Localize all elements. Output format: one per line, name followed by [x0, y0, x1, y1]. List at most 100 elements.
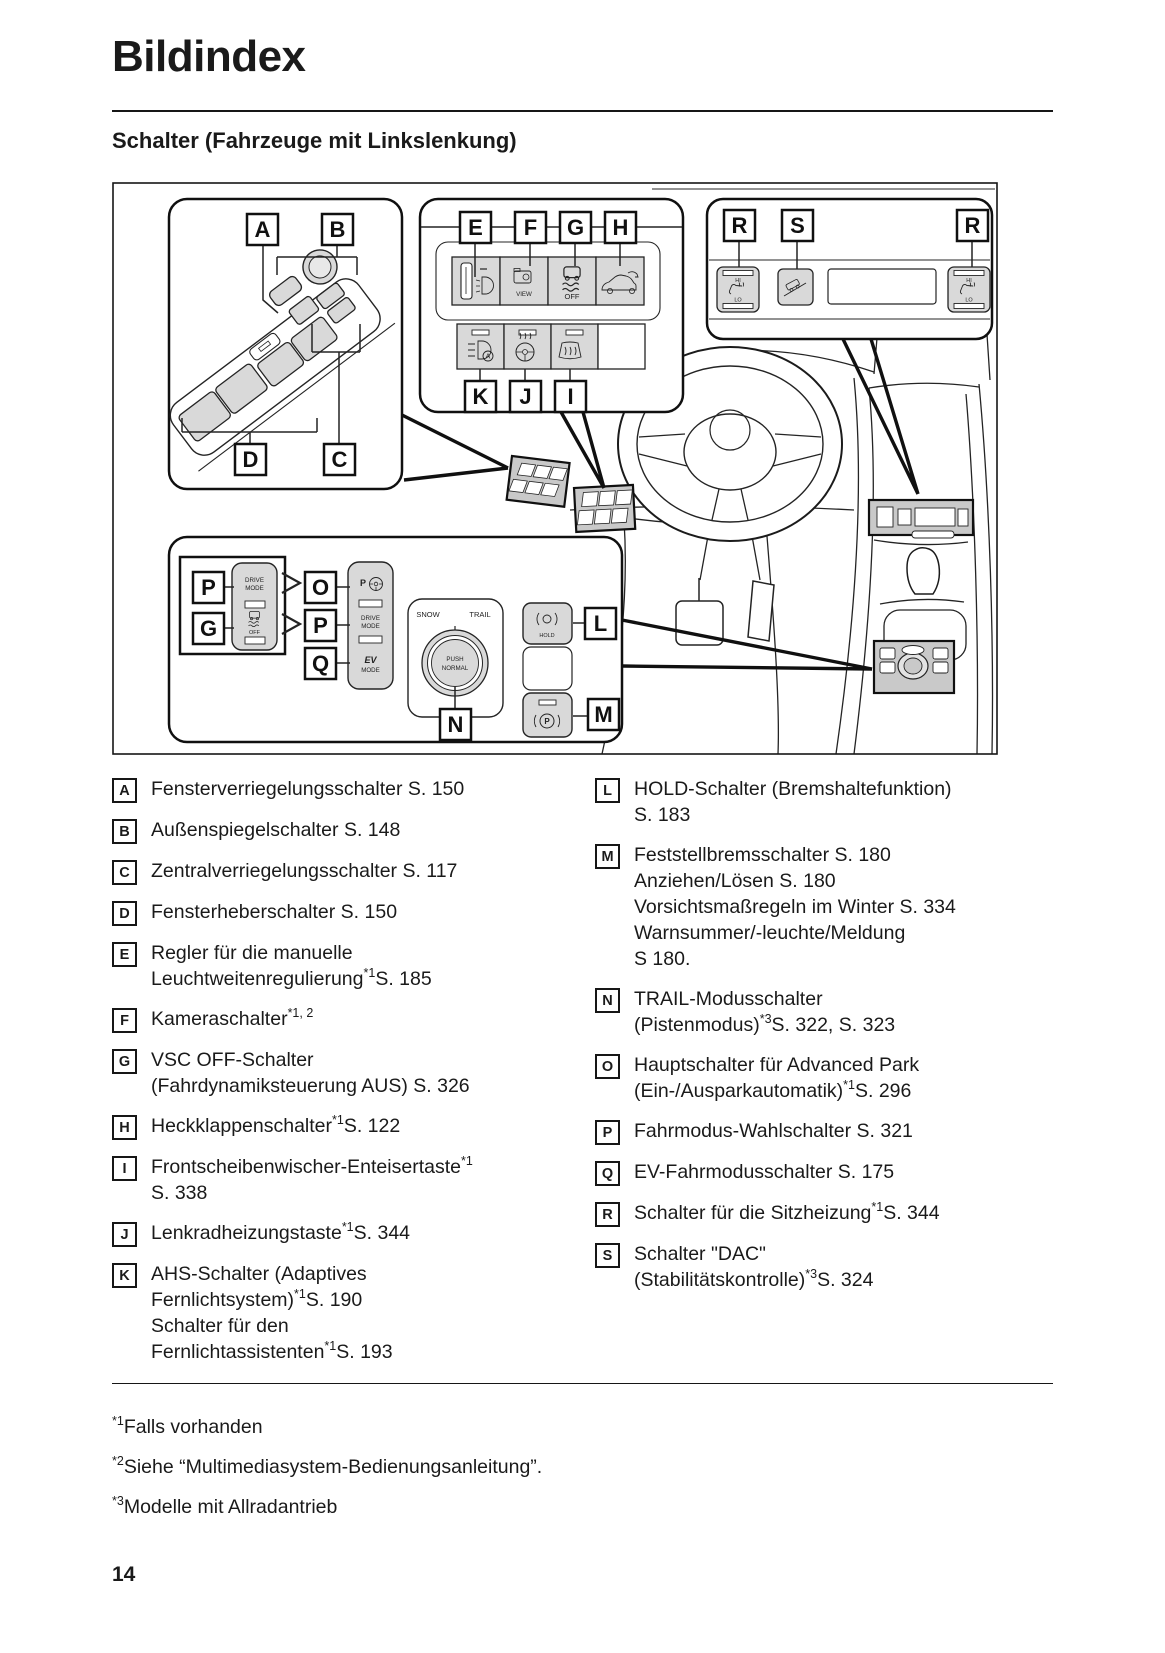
- svg-text:B: B: [330, 217, 346, 242]
- legend-letter-d: D: [112, 901, 137, 927]
- footnote-1: *1Falls vorhanden: [112, 1413, 1053, 1439]
- page-title: Bildindex: [112, 32, 306, 81]
- svg-text:R: R: [732, 213, 748, 238]
- legend-letter-j: J: [112, 1222, 137, 1248]
- legend-text: Zentralverriegelungsschalter S. 117: [151, 860, 458, 883]
- legend-text: Schalter für die Sitzheizung: [634, 1202, 872, 1225]
- footnote-ref: *3: [805, 1266, 818, 1281]
- footnote-marker: *3: [112, 1493, 124, 1508]
- normal-label: NORMAL: [442, 665, 469, 672]
- legend-text: S. 338: [151, 1182, 208, 1205]
- callout-label-g2: G: [191, 611, 226, 646]
- title-divider: [112, 110, 1053, 113]
- callout-label-c: C: [322, 442, 357, 477]
- vsc-off-icon: OFF: [561, 266, 581, 301]
- hold-label: HOLD: [539, 633, 554, 639]
- callout-pointers: [401, 338, 920, 671]
- callout-label-d: D: [233, 442, 268, 477]
- svg-text:G: G: [200, 616, 217, 641]
- callout-label-n: N: [438, 707, 473, 742]
- legend-text: Schalter "DAC": [634, 1243, 766, 1266]
- drive-mode-rocker: DRIVE MODE OFF: [231, 562, 278, 651]
- footnote-text: Siehe “Multimediasystem-Bedienungsanleit…: [123, 1456, 543, 1479]
- footnote-2: *2Siehe “Multimediasystem-Bedienungsanle…: [112, 1453, 1053, 1479]
- legend-text: S. 122: [343, 1115, 401, 1138]
- legend-text: Fernlichtassistenten: [151, 1341, 325, 1364]
- footnotes: *1Falls vorhanden *2Siehe “Multimediasys…: [112, 1413, 1053, 1519]
- legend-text: S. 322, S. 323: [771, 1014, 896, 1037]
- footnote-text: Falls vorhanden: [123, 1416, 263, 1439]
- door-panel-callout: [167, 197, 404, 491]
- legend-letter-o: O: [595, 1054, 620, 1080]
- svg-text:G: G: [567, 215, 584, 240]
- footnote-ref: *1, 2: [287, 1005, 314, 1020]
- legend-text: Vorsichtsmaßregeln im Winter S. 334: [634, 896, 956, 919]
- callout-label-p2: P: [303, 608, 338, 643]
- snow-label: SNOW: [416, 610, 440, 619]
- callout-label-q: Q: [303, 646, 338, 681]
- footnote-marker: *2: [112, 1453, 124, 1468]
- footnote-ref: *1: [363, 965, 376, 980]
- legend-text: S 180.: [634, 948, 691, 971]
- footnote-ref: *1: [294, 1286, 306, 1301]
- legend-text: AHS-Schalter (Adaptives: [151, 1263, 367, 1286]
- legend-text: S. 190: [305, 1289, 363, 1312]
- trail-label: TRAIL: [469, 610, 490, 619]
- footnote-3: *3Modelle mit Allradantrieb: [112, 1493, 1053, 1519]
- footnote-marker: *1: [112, 1413, 124, 1428]
- footnote-ref: *1: [341, 1219, 354, 1234]
- svg-text:D: D: [243, 447, 259, 472]
- legend-text: S. 344: [353, 1222, 411, 1245]
- legend-text: (Fahrdynamiksteuerung AUS) S. 326: [151, 1075, 470, 1098]
- svg-text:S: S: [790, 213, 805, 238]
- legend-letter-l: L: [595, 778, 620, 804]
- dash-switch-panel-callout: VIEW OFF A: [418, 197, 685, 414]
- hold-button: HOLD: [522, 602, 573, 645]
- center-console-panels: [867, 499, 975, 695]
- auto-label: A: [486, 354, 491, 361]
- dac-button: [777, 268, 814, 306]
- legend-text: (Pistenmodus): [634, 1014, 760, 1037]
- callout-labels: A B D C E F G H K J I R S R P G O P Q N …: [191, 208, 990, 742]
- park-drive-ev-rocker: P DRIVE MODE EV MODE: [347, 561, 394, 690]
- legend-text: Lenkradheizungstaste: [151, 1222, 342, 1245]
- power-trail-dial: SNOW TRAIL PUSH NORMAL: [407, 598, 504, 718]
- callout-label-g: G: [558, 210, 593, 245]
- svg-text:I: I: [567, 384, 573, 409]
- drive-label: DRIVE: [245, 577, 264, 584]
- diagram-frame: [112, 182, 998, 755]
- legend-letter-f: F: [112, 1008, 137, 1034]
- legend-text: Regler für die manuelle: [151, 942, 353, 965]
- svg-text:M: M: [594, 702, 612, 727]
- legend-text: Frontscheibenwischer-Enteisertaste: [151, 1156, 461, 1179]
- callout-label-i: I: [553, 379, 588, 414]
- mode-label: MODE: [361, 667, 380, 674]
- tailgate-icon: [601, 271, 639, 295]
- legend-text: Schalter für den: [151, 1315, 289, 1338]
- legend-letter-i: I: [112, 1156, 137, 1182]
- mode-label: MODE: [361, 623, 380, 630]
- headlight-leveling-icon: [460, 262, 494, 300]
- footnote-ref: *1: [324, 1338, 337, 1353]
- legend-letter-r: R: [595, 1202, 620, 1228]
- door-armrest: [169, 249, 396, 472]
- legend-letter-a: A: [112, 778, 137, 804]
- legend-letter-p: P: [595, 1120, 620, 1146]
- ev-label: EV: [364, 655, 377, 665]
- callout-label-l: L: [583, 606, 618, 641]
- off-label: OFF: [565, 292, 580, 301]
- callout-label-k: K: [463, 379, 498, 414]
- legend-text: S. 324: [817, 1269, 874, 1292]
